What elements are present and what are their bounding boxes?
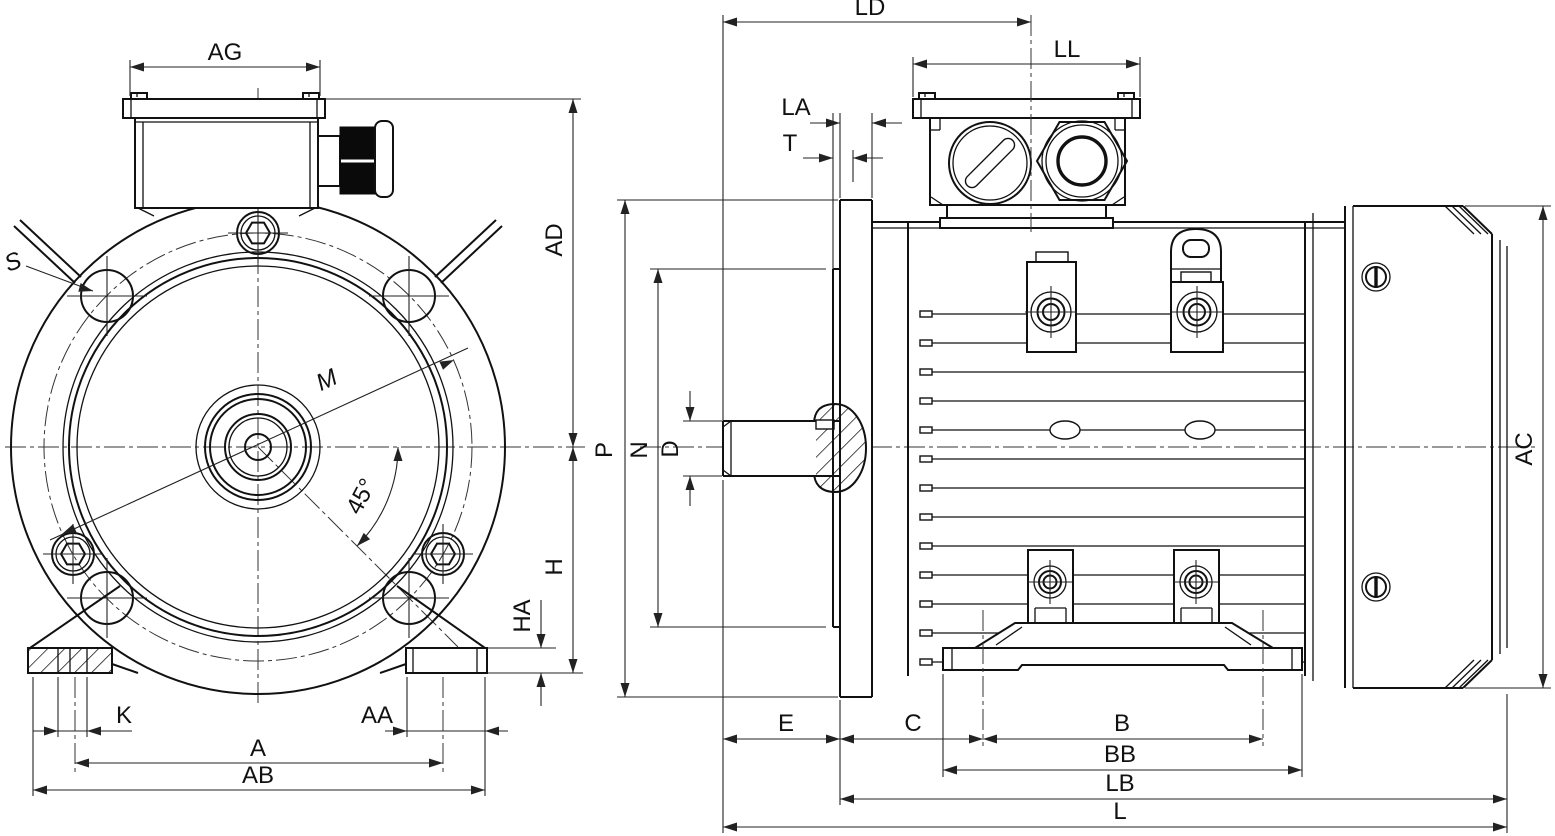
dim-label-s: S	[1, 247, 25, 278]
terminal-box-front	[122, 92, 394, 217]
keyway	[815, 419, 835, 430]
drain-boss	[1049, 420, 1081, 440]
dim-label-m: M	[312, 364, 342, 397]
foot-side	[942, 622, 1303, 671]
dim-label-ad: AD	[541, 223, 568, 256]
hex-screws	[43, 203, 473, 584]
flange-side	[832, 199, 873, 698]
upper-bolt-pads	[1025, 251, 1224, 353]
cowl-screw	[1361, 262, 1391, 292]
dim-label-45deg: 45°	[341, 474, 382, 519]
flange-ribs	[13, 219, 503, 284]
front-dimensions	[25, 60, 583, 796]
cowl-screw	[1361, 572, 1391, 602]
dim-label-d: D	[657, 440, 684, 457]
lower-bolt-pads	[1027, 549, 1220, 624]
fan-cowl	[1304, 205, 1508, 689]
dim-label-k: K	[116, 702, 132, 729]
flange-holes	[67, 256, 449, 638]
dim-label-h: H	[541, 558, 568, 575]
drain-boss	[1184, 420, 1216, 440]
dim-label-ld: LD	[855, 0, 886, 21]
dim-label-ac: AC	[1511, 432, 1538, 465]
dim-label-a: A	[250, 735, 266, 762]
front-view: AG AD H HA S M 45° K AA A AB	[1, 39, 585, 796]
gland-nut	[1035, 120, 1129, 202]
dim-label-t: T	[783, 130, 798, 157]
side-view: LD LL LA T P N D AC E C B BB LB L	[591, 0, 1551, 833]
dim-label-p: P	[591, 442, 618, 458]
cooling-fins	[919, 310, 1305, 666]
dim-label-c: C	[904, 710, 921, 737]
dim-label-b: B	[1114, 710, 1130, 737]
dim-label-e: E	[778, 710, 794, 737]
dim-label-la: LA	[781, 94, 810, 121]
dim-label-l: L	[1113, 798, 1126, 825]
dimension-arrowheads	[33, 17, 1548, 832]
dim-label-ll: LL	[1054, 36, 1081, 63]
dim-label-ab: AB	[242, 762, 274, 789]
side-dimensions	[617, 15, 1551, 833]
dim-label-ag: AG	[208, 39, 243, 66]
feet-front	[27, 585, 488, 674]
dim-label-ha: HA	[509, 599, 536, 632]
dim-label-lb: LB	[1105, 770, 1134, 797]
shaft	[722, 419, 840, 477]
shaft-center-hole	[244, 433, 272, 461]
terminal-box-side	[912, 92, 1141, 229]
dim-label-aa: AA	[361, 702, 393, 729]
cable-gland	[317, 120, 394, 198]
dim-label-n: N	[626, 441, 653, 458]
dim-label-bb: BB	[1104, 741, 1136, 768]
motor-body	[872, 221, 1345, 676]
lifting-eye	[1170, 227, 1222, 283]
